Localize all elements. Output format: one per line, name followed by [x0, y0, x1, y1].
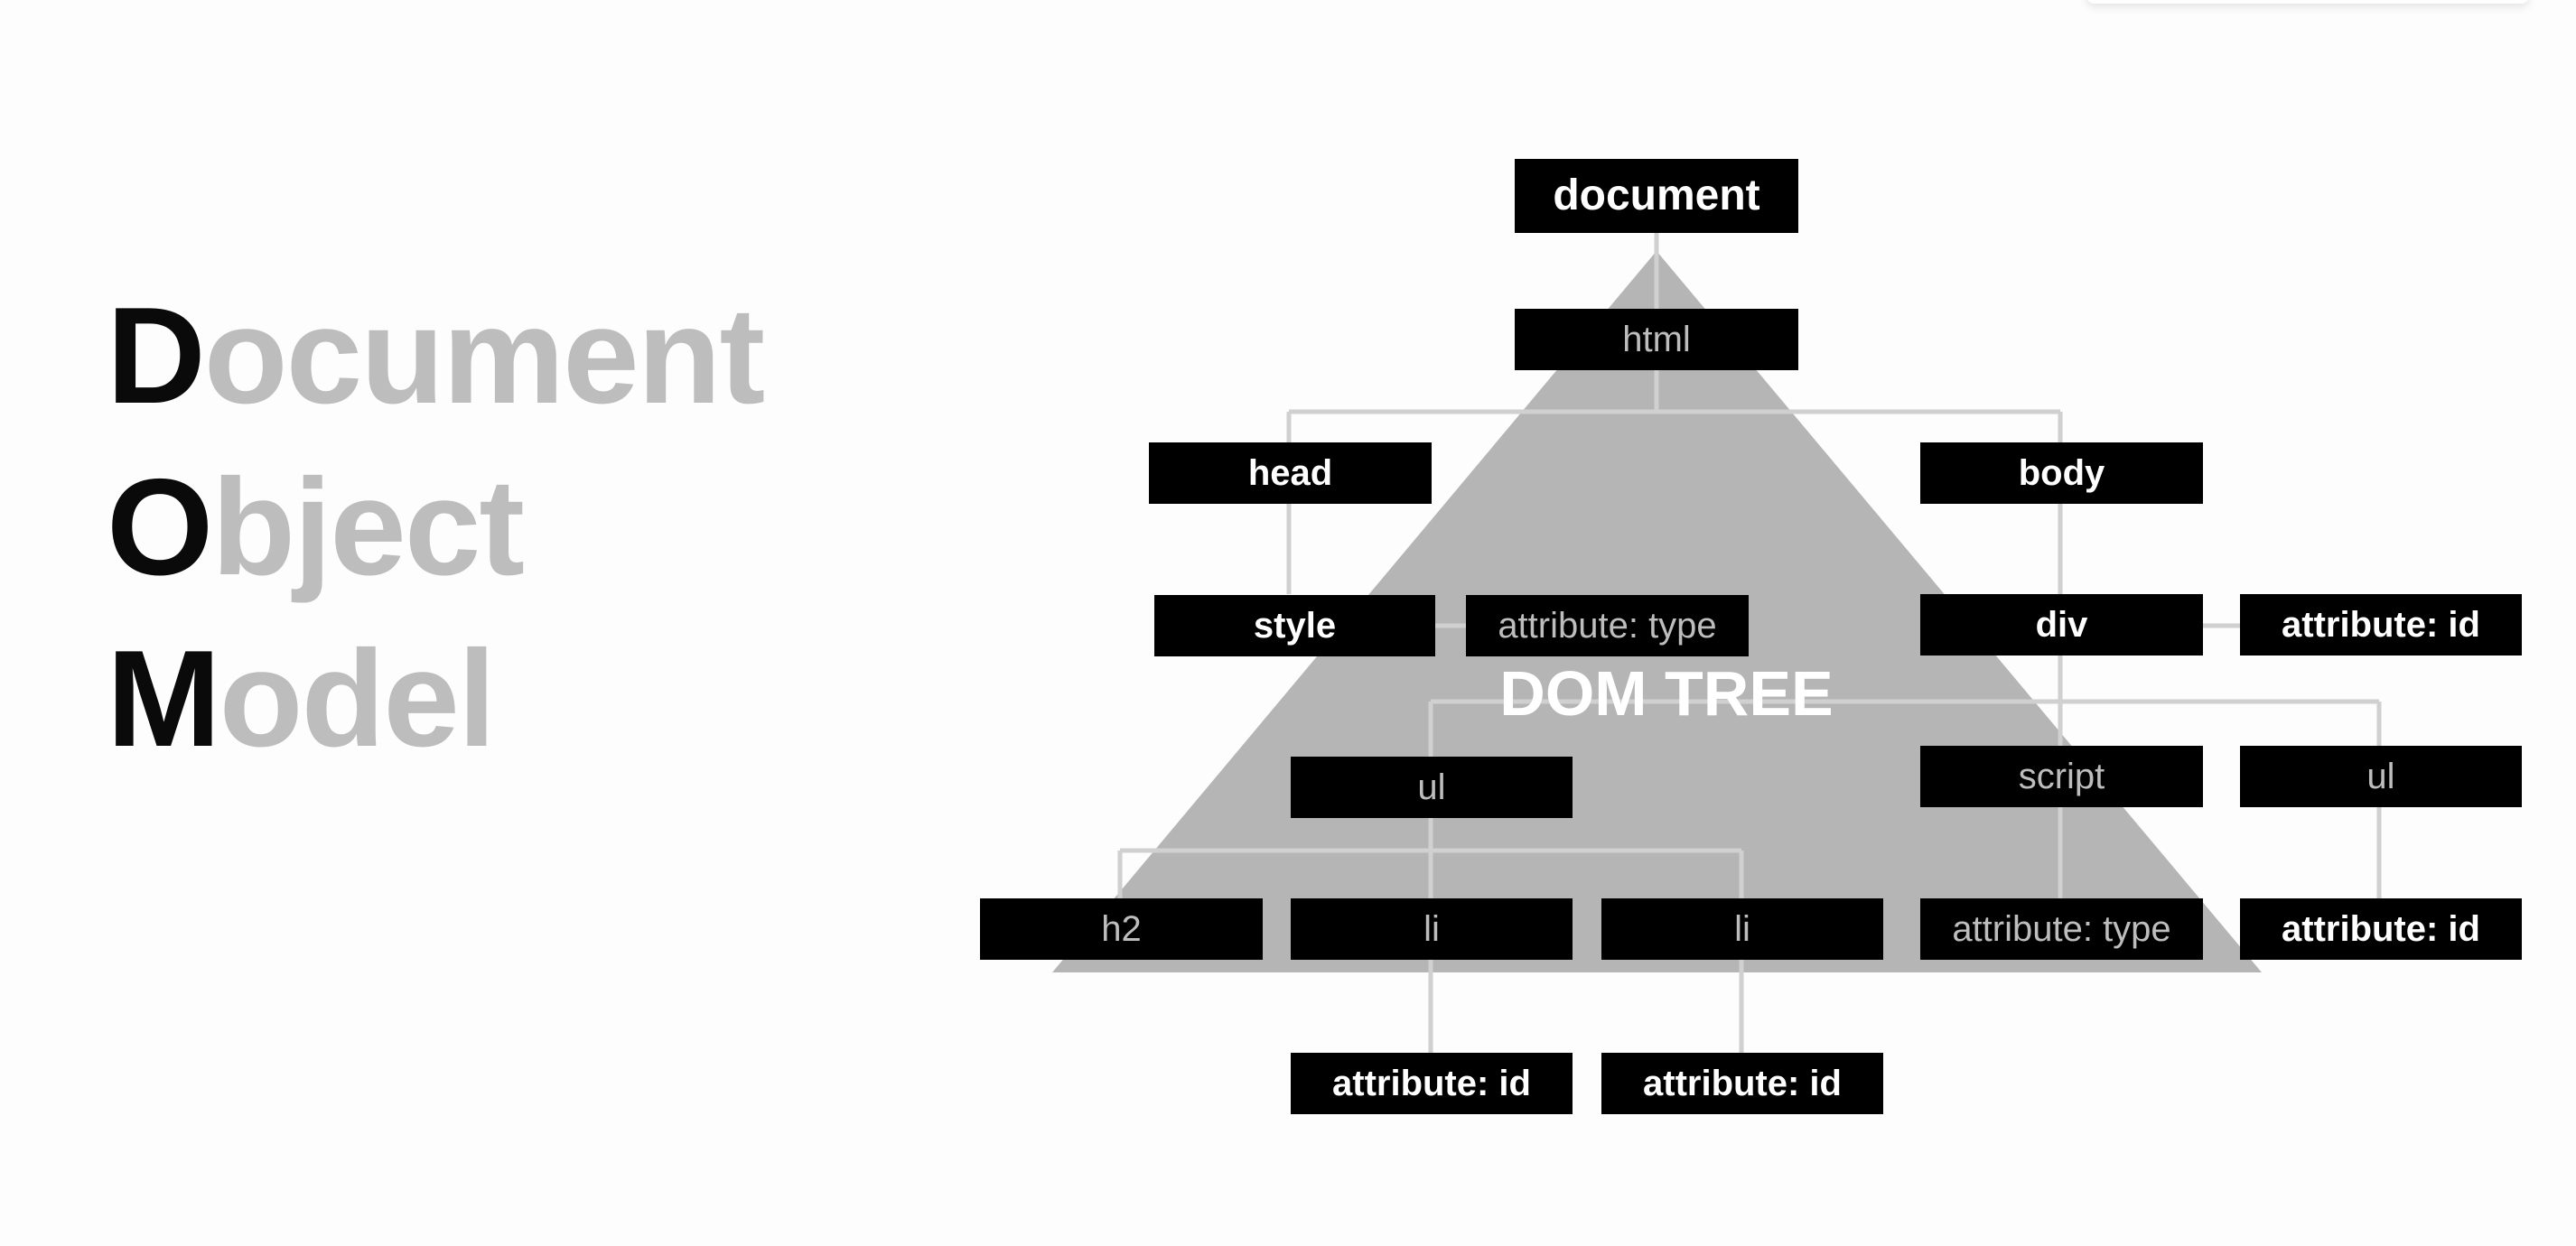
node-html: html — [1515, 309, 1798, 370]
title-rest-bject: bject — [211, 451, 525, 604]
node-li-1-attribute-id: attribute: id — [1291, 1053, 1573, 1114]
node-li-2: li — [1601, 898, 1883, 960]
node-ul-attribute-id: attribute: id — [2240, 898, 2522, 960]
node-h2: h2 — [980, 898, 1263, 960]
node-div-attribute-id: attribute: id — [2240, 594, 2522, 656]
node-li-1: li — [1291, 898, 1573, 960]
title-line-object: Object — [107, 459, 525, 596]
node-ul-left: ul — [1291, 757, 1573, 818]
title-line-document: Document — [107, 287, 765, 424]
title-initial-d: D — [107, 279, 206, 432]
dom-tree-label: DOM TREE — [1499, 658, 1834, 729]
top-panel-edge — [2086, 0, 2529, 4]
node-document: document — [1515, 159, 1798, 233]
title-rest-odel: odel — [219, 622, 496, 776]
title-initial-o: O — [107, 451, 213, 604]
node-div: div — [1920, 594, 2203, 656]
title-rest-ocument: ocument — [203, 279, 765, 432]
node-script: script — [1920, 746, 2203, 807]
title-initial-m: M — [107, 622, 221, 776]
node-head: head — [1149, 442, 1432, 504]
node-script-attribute-type: attribute: type — [1920, 898, 2203, 960]
tree-connectors — [1117, 233, 2382, 1053]
title-line-model: Model — [107, 630, 496, 767]
node-ul-right: ul — [2240, 746, 2522, 807]
node-style-attribute-type: attribute: type — [1466, 595, 1749, 656]
node-li-2-attribute-id: attribute: id — [1601, 1053, 1883, 1114]
node-body: body — [1920, 442, 2203, 504]
node-style: style — [1154, 595, 1435, 656]
